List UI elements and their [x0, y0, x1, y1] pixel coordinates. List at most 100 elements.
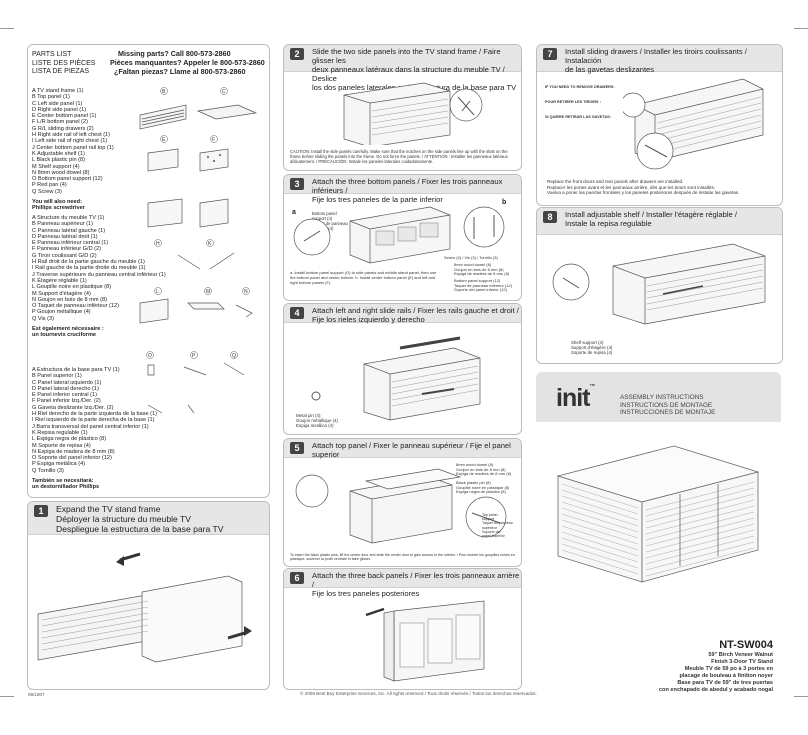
- desc-line: con enchapado de abedul y acabado nogal: [658, 687, 773, 693]
- part-item: O Taquet de panneau inférieur (12): [32, 303, 119, 310]
- step-5-panel: 5 Attach top panel / Fixer le panneau su…: [283, 438, 522, 567]
- step-7-illustration: [623, 78, 764, 170]
- part-item: D Panneau latéral droit (1): [32, 233, 98, 240]
- step-1-title: Expand the TV stand frame Déployer la st…: [56, 504, 224, 534]
- step-2-header: [284, 45, 521, 72]
- label-line: support: [482, 517, 494, 522]
- parts-list-es: A Estructura de la base para TV (1) B Pa…: [32, 367, 157, 491]
- part-item: H Right side rail of left chest (1): [32, 132, 111, 139]
- label-line: 8mm wood dowel (8): [454, 262, 492, 267]
- dowel-label-5: 8mm wood dowel (8) Goujon en bois de 8 m…: [456, 462, 511, 477]
- part-letter: Q: [232, 353, 236, 359]
- product-illustration: [556, 445, 760, 583]
- note-title-en: IF YOU NEED TO REMOVE DRAWERS:: [545, 85, 615, 89]
- assembly-fr: INSTRUCTIONS DE MONTAGE: [620, 401, 713, 409]
- label-line: Bottom panel support (12): [454, 278, 501, 283]
- part-item: A Estructura de la base para TV (1): [32, 367, 120, 373]
- part-item: G Gaveta deslizante Izq./Der. (2): [32, 404, 114, 411]
- tools-title-es: También se necesitará:: [32, 478, 94, 485]
- step-3-header: [284, 175, 521, 194]
- part-item: D Panel lateral derecho (1): [32, 385, 99, 392]
- part-item: L Black plastic pin (8): [32, 157, 85, 164]
- title-line: Slide the two side panels into the TV st…: [312, 47, 501, 65]
- label-line: Espiga negra de plástico (8): [456, 489, 506, 495]
- step-number: 1: [34, 505, 48, 517]
- label-line: supérieur: [482, 525, 497, 530]
- bottom-support-label: Bottom panel support (12) Taquet de pann…: [454, 278, 512, 293]
- note-title-es: SI QUIERE RETIRAR LAS GAVETAS:: [545, 115, 611, 119]
- trademark: ™: [589, 384, 596, 390]
- note-title-fr: POUR RETIRER LES TIROIRS :: [545, 100, 601, 104]
- step-6-illustration: [365, 600, 485, 682]
- tools-title-fr: Est également nécessaire :: [32, 326, 104, 333]
- title-line: Expand the TV stand frame: [56, 504, 161, 514]
- title-line: de las gavetas deslizantes: [565, 65, 655, 74]
- part-item: J Traverse supérieure du panneau central…: [32, 271, 166, 278]
- brand-logo-text: init: [556, 384, 590, 412]
- part-item: B Panel superior (1): [32, 373, 82, 380]
- note-line: Replace the front doors and rear panels …: [547, 179, 684, 184]
- title-line: Attach the three bottom panels / Fixer l…: [312, 177, 503, 195]
- label-line: Soporte del panel inferior (12): [454, 287, 507, 293]
- title-line: Attach the three back panels / Fixer les…: [312, 571, 520, 589]
- label-line: Goujon en bois de 8 mm (8): [454, 266, 504, 272]
- step-7-bottom-note: Replace the front doors and rear panels …: [547, 179, 777, 196]
- part-item: E Panel inferior central (1): [32, 392, 97, 399]
- title-line: Fije los tres paneles de la parte inferi…: [312, 195, 443, 204]
- part-item: N 8mm wood dowel (8): [32, 169, 90, 176]
- part-item: F Panel inferior Izq./Der. (2): [32, 398, 101, 405]
- label-line: support (4): [312, 216, 333, 221]
- part-letter: C: [222, 89, 226, 95]
- part-item: P Espiga metálica (4): [32, 461, 86, 468]
- parts-illustrations: B C E F H K L M N O P Q: [139, 87, 258, 414]
- crop-mark-bl: [0, 696, 14, 707]
- tools-tool-fr: un tournevis cruciforme: [32, 332, 97, 339]
- missing-en: Missing parts? Call 800-573-2860: [118, 49, 231, 58]
- shelf-support-label: Shelf support (4) Support d'étagère (4) …: [571, 340, 612, 355]
- step-7-remove-notes: IF YOU NEED TO REMOVE DRAWERS: POUR RETI…: [545, 85, 621, 120]
- part-letter: P: [192, 353, 196, 359]
- cover-header-band: [536, 372, 781, 422]
- label-line: Goujon métallique (4): [296, 418, 338, 423]
- model-number: NT-SW004: [719, 639, 773, 651]
- part-item: J Barra transversal del panel central in…: [32, 423, 149, 430]
- part-item: B Panneau supérieur (1): [32, 221, 93, 228]
- part-item: F L/R bottom panel (2): [32, 119, 88, 126]
- parts-title-fr: LISTE DES PIÈCES: [32, 59, 96, 67]
- part-item: N Goujon en bois de 8 mm (8): [32, 296, 107, 303]
- part-item: K Adjustable shelf (1): [32, 150, 85, 157]
- step-8-illustration: [552, 243, 766, 325]
- label-line: Goupille noire en plastique (8): [456, 484, 510, 490]
- label-line: Shelf support (4): [571, 340, 604, 345]
- parts-list-en: A TV stand frame (1) B Top panel (1) C L…: [32, 88, 132, 212]
- part-item: O Bottom panel support (12): [32, 176, 103, 183]
- step-7-header: [537, 45, 782, 72]
- part-item: A Structure du meuble TV (1): [32, 215, 105, 221]
- part-letter: L: [156, 289, 159, 295]
- title-line: Attach top panel / Fixer le panneau supé…: [312, 441, 511, 459]
- part-letter: H: [156, 241, 160, 247]
- part-item: I Riel izquierdo de la parte derecha de …: [32, 417, 155, 424]
- label-line: Metal pin (4): [296, 413, 321, 418]
- step-number: 3: [290, 178, 304, 190]
- step-number: 4: [290, 307, 304, 319]
- part-item: E Center bottom panel (1): [32, 113, 97, 120]
- label-line: 8mm wood dowel (8): [456, 462, 494, 467]
- step-6-panel: 6 Attach the three back panels / Fixer l…: [283, 568, 522, 690]
- missing-fr: Pièces manquantes? Appeler le 800-573-28…: [110, 58, 265, 67]
- part-item: I Left side rail of right chest (1): [32, 138, 108, 145]
- missing-es: ¿Faltan piezas? Llame al 800-573-2860: [114, 67, 246, 76]
- step-3-panel: 3 Attach the three bottom panels / Fixer…: [283, 174, 522, 301]
- note-line: Vuelva a poner las puertas frontales y l…: [547, 190, 740, 195]
- part-item: C Left side panel (1): [32, 100, 83, 107]
- missing-parts-notice: Missing parts? Call 800-573-2860 Pièces …: [110, 49, 265, 76]
- top-support-label: Top panel support Taquet du panneau supé…: [482, 513, 513, 538]
- tools-tool-en: Phillips screwdriver: [32, 205, 85, 212]
- title-line: Despliegue la estructura de la base para…: [56, 524, 224, 534]
- note-line: Replacer les portes avant et les panneau…: [547, 184, 716, 190]
- part-letter: B: [162, 89, 166, 95]
- part-letter: E: [162, 137, 166, 143]
- part-item: M Soporte de repisa (4): [32, 442, 91, 449]
- step-4-title: Attach left and right slide rails / Fixe…: [312, 306, 519, 324]
- title-line: Instale la repisa regulable: [565, 219, 652, 228]
